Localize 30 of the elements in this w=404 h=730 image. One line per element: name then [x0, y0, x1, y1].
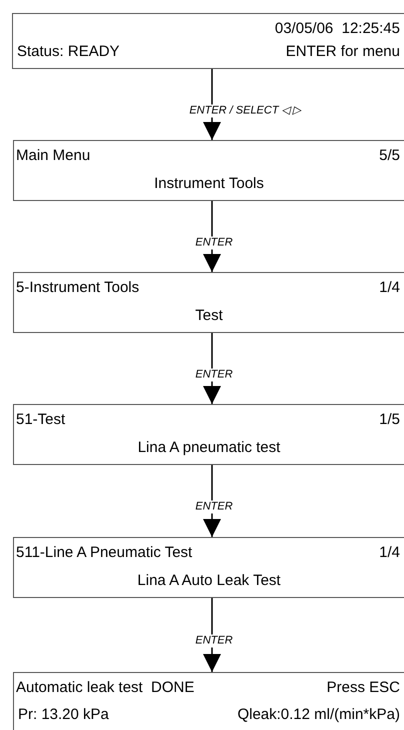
- screen-text: 5/5: [379, 147, 400, 165]
- screen-text: 1/4: [379, 544, 400, 562]
- edge-label: ENTER: [194, 236, 234, 249]
- screen-text: Press ESC: [326, 679, 400, 697]
- screen-text: 51-Test: [16, 411, 66, 429]
- display-screen-box: [13, 140, 404, 201]
- edge-label: ENTER: [194, 368, 234, 381]
- screen-text: 1/4: [379, 279, 400, 297]
- screen-text: Status: READY: [17, 43, 120, 61]
- screen-text: ENTER for menu: [286, 43, 400, 61]
- screen-text: 03/05/06 12:25:45: [274, 20, 400, 38]
- display-screen-box: [13, 672, 404, 730]
- screen-text: Qleak:0.12 ml/(min*kPa): [237, 706, 400, 724]
- edge-label: ENTER / SELECT ◁ ▷: [188, 104, 302, 117]
- display-screen-box: [13, 404, 404, 465]
- display-screen-box: [13, 537, 404, 598]
- screen-text: 511-Line A Pneumatic Test: [16, 544, 192, 562]
- screen-text: Test: [194, 307, 224, 325]
- screen-text: Automatic leak test DONE: [16, 679, 194, 697]
- screen-text: Pr: 13.20 kPa: [18, 706, 109, 724]
- display-screen-box: [13, 272, 404, 333]
- edge-label: ENTER: [194, 500, 234, 514]
- screen-text: Lina A Auto Leak Test: [136, 572, 282, 590]
- screen-text: 1/5: [379, 411, 400, 429]
- screen-text: Main Menu: [16, 147, 90, 165]
- screen-text: 5-Instrument Tools: [16, 279, 140, 297]
- screen-text: Instrument Tools: [153, 175, 265, 193]
- screen-text: Lina A pneumatic test: [136, 439, 282, 457]
- edge-label: ENTER: [194, 634, 234, 648]
- display-screen-box: [12, 13, 404, 69]
